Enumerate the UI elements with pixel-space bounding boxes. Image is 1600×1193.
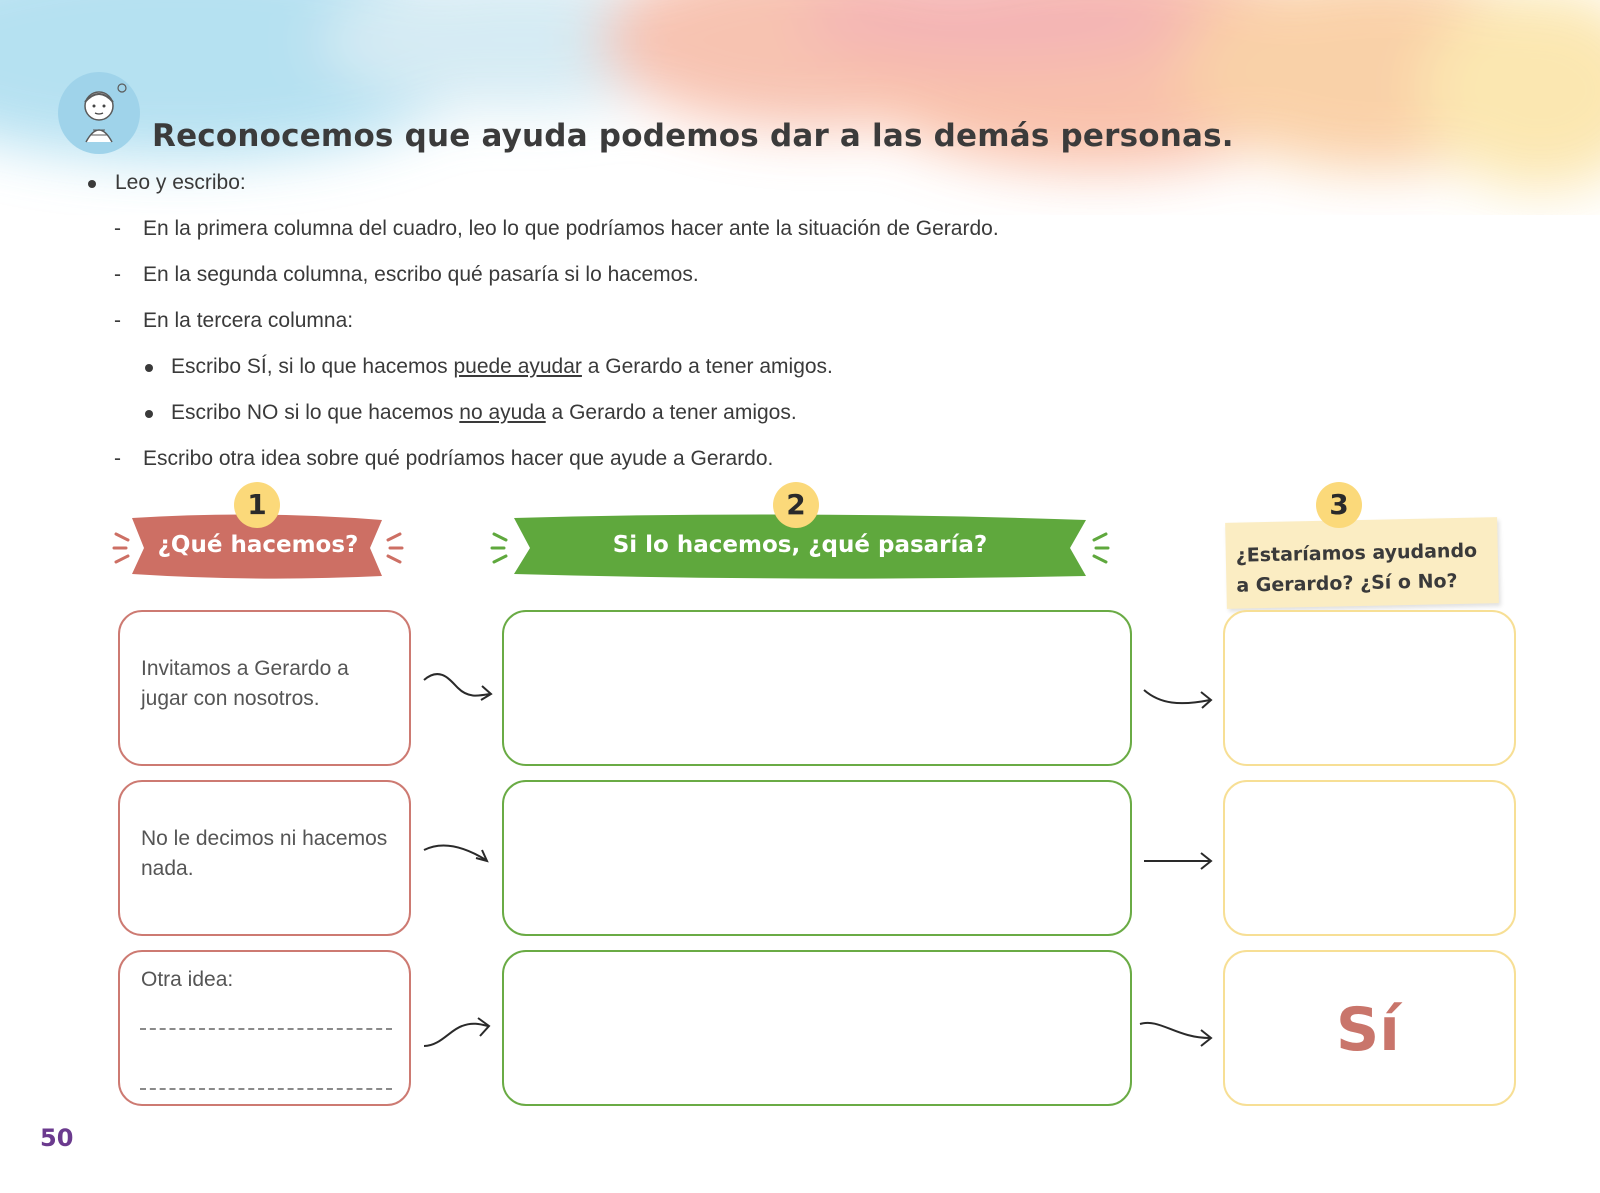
girl-thinking-icon xyxy=(84,83,127,143)
bullet-icon xyxy=(145,410,153,418)
column-3-header: ¿Estaríamos ayudando a Gerardo? ¿Sí o No… xyxy=(1235,539,1478,597)
instruction-step-1: En la primera columna del cuadro, leo lo… xyxy=(143,217,999,240)
arrow-icon xyxy=(423,1017,491,1047)
sub2-text-end: a Gerardo a tener amigos. xyxy=(545,401,797,424)
sub1-underlined: puede ayudar xyxy=(453,355,582,378)
write-line[interactable] xyxy=(140,1028,392,1030)
sub1-text-end: a Gerardo a tener amigos. xyxy=(581,355,833,378)
column-2-header: Si lo hacemos, ¿qué pasaría? xyxy=(612,532,988,558)
page-number: 50 xyxy=(40,1124,74,1152)
column-2-number: 2 xyxy=(773,482,819,528)
write-line[interactable] xyxy=(140,1088,392,1090)
watercolor-header-background xyxy=(0,0,1600,190)
instructions-intro: Leo y escribo: xyxy=(115,171,246,194)
row-1-action-text: Invitamos a Gerardo a jugar con nosotros… xyxy=(141,657,349,710)
sub1-text: Escribo SÍ, si lo que hacemos xyxy=(171,355,454,378)
column-2-banner xyxy=(490,514,1110,579)
row-2-action-text: No le decimos ni hacemos nada. xyxy=(141,827,388,880)
column-3-number: 3 xyxy=(1316,482,1362,528)
column-1-number: 1 xyxy=(234,482,280,528)
row-2-result-box[interactable] xyxy=(502,780,1132,936)
row-3-answer-box[interactable] xyxy=(1223,950,1516,1106)
column-1-header: ¿Qué hacemos? xyxy=(157,532,359,558)
arrow-icon xyxy=(1143,689,1213,709)
bullet-icon xyxy=(145,364,153,372)
dash-marker: - xyxy=(114,217,121,240)
page-title: Reconocemos que ayuda podemos dar a las … xyxy=(152,118,1234,154)
arrow-icon xyxy=(1144,852,1213,870)
dash-marker: - xyxy=(114,263,121,286)
instruction-sub-2: Escribo NO si lo que hacemos no ayuda a … xyxy=(171,401,797,425)
row-1-result-box[interactable] xyxy=(502,610,1132,766)
dash-marker: - xyxy=(114,309,121,332)
arrow-icon xyxy=(1139,1021,1213,1047)
row-3-answer-text: Sí xyxy=(1336,995,1400,1065)
sub2-text: Escribo NO si lo que hacemos xyxy=(171,401,460,424)
instruction-step-2: En la segunda columna, escribo qué pasar… xyxy=(143,263,699,286)
row-3-action-text: Otra idea: xyxy=(141,968,234,991)
bullet-icon xyxy=(88,180,96,188)
arrow-icon xyxy=(423,673,493,701)
row-2-answer-box[interactable] xyxy=(1223,780,1516,936)
instruction-step-4: Escribo otra idea sobre qué podríamos ha… xyxy=(143,447,774,470)
row-2-action-box xyxy=(118,780,411,936)
sub2-underlined: no ayuda xyxy=(459,401,546,424)
column-1-banner xyxy=(112,514,404,579)
row-1-answer-box[interactable] xyxy=(1223,610,1516,766)
row-1-action-box xyxy=(118,610,411,766)
instruction-sub-1: Escribo SÍ, si lo que hacemos puede ayud… xyxy=(171,355,833,379)
row-3-result-box[interactable] xyxy=(502,950,1132,1106)
arrow-icon xyxy=(423,844,489,863)
instruction-step-3: En la tercera columna: xyxy=(143,309,354,332)
girl-thinking-avatar xyxy=(58,72,140,154)
dash-marker: - xyxy=(114,447,121,470)
